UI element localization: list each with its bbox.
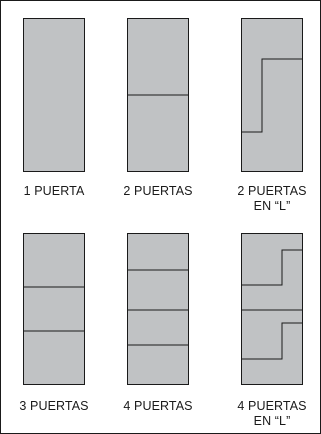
option-label-2-puertas: 2 PUERTAS xyxy=(123,184,193,198)
door-diagram-4-puertas-en-l xyxy=(241,233,303,385)
door-panel xyxy=(127,233,189,385)
l-shaped-divider xyxy=(241,322,303,360)
door-diagram-2-puertas xyxy=(127,18,189,172)
option-label-1-puerta: 1 PUERTA xyxy=(23,184,85,198)
door-diagram-4-puertas xyxy=(127,233,189,385)
option-label-4-puertas-en-l: 4 PUERTAS EN “L” xyxy=(237,399,307,428)
option-label-3-puertas: 3 PUERTAS xyxy=(19,399,89,413)
door-panel xyxy=(241,18,303,172)
door-diagram-2-puertas-en-l xyxy=(241,18,303,172)
door-panel xyxy=(23,233,85,385)
door-diagram-3-puertas xyxy=(23,233,85,385)
option-label-2-puertas-en-l: 2 PUERTAS EN “L” xyxy=(237,184,307,213)
l-shaped-divider xyxy=(241,58,303,133)
door-panel xyxy=(23,18,85,172)
l-shaped-divider xyxy=(241,249,303,286)
door-panel xyxy=(241,233,303,385)
door-diagram-1-puerta xyxy=(23,18,85,172)
option-label-4-puertas: 4 PUERTAS xyxy=(123,399,193,413)
